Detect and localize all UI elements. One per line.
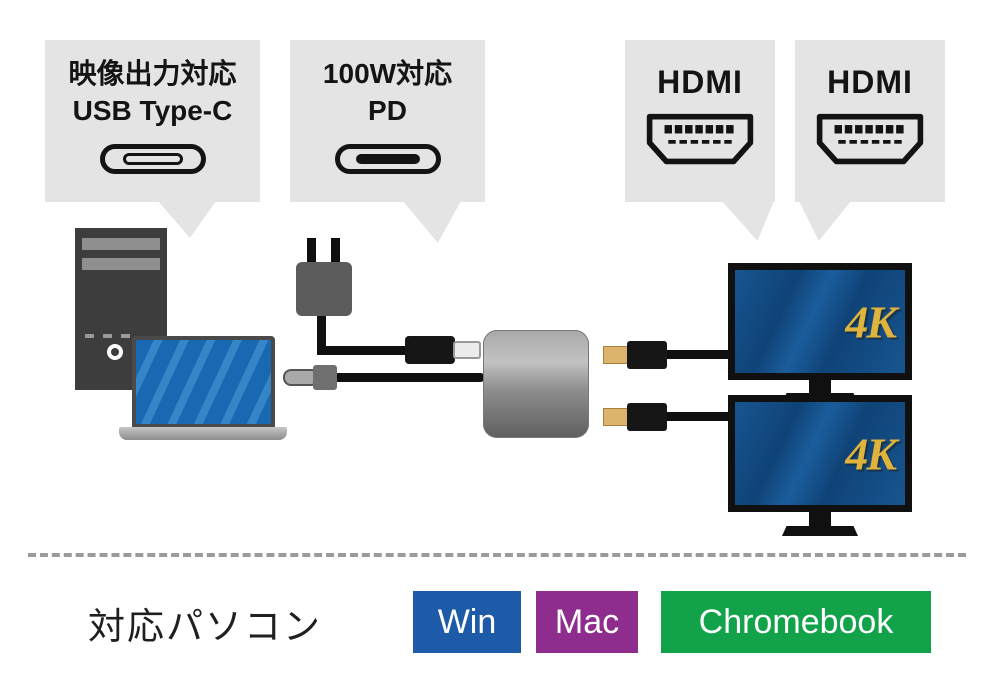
usb-c-hub-illustration (483, 330, 589, 438)
callout-pd-line2: PD (368, 94, 407, 126)
badge-chromebook: Chromebook (661, 591, 931, 653)
pd-cable (317, 314, 326, 355)
callout-pd-line1: 100W対応 (322, 58, 453, 89)
hdmi-cable (664, 412, 732, 421)
callout-hdmi-2-label: HDMI (827, 64, 913, 100)
callout-usbc-video-line2: USB Type-C (72, 94, 233, 126)
callout-usbc-video: 映像出力対応 USB Type-C (45, 40, 260, 202)
hdmi-plug-tip (603, 346, 629, 364)
adapter-prong (331, 238, 340, 264)
monitor-screen: 4K (735, 402, 905, 505)
pd-plug-body (405, 336, 455, 364)
usb-c-plug-body (313, 365, 337, 390)
laptop-base-illustration (119, 427, 287, 440)
laptop-screen-illustration (132, 336, 275, 428)
hdmi-plug-body (627, 403, 667, 431)
usb-c-plug-tip (283, 369, 315, 386)
usb-c-cable (333, 373, 485, 382)
callout-hdmi-1-label: HDMI (657, 64, 743, 100)
monitor-stand (809, 511, 831, 527)
hdmi-plug-body (627, 341, 667, 369)
monitor-4k-1: 4K (728, 263, 912, 380)
drive-bay (82, 258, 160, 270)
callout-usbc-video-line1: 映像出力対応 (68, 58, 237, 89)
pd-connector-icon (334, 143, 441, 174)
power-button-icon (107, 344, 123, 360)
callout-tail (722, 201, 774, 241)
badge-mac: Mac (536, 591, 638, 653)
dashed-divider (28, 553, 966, 557)
monitor-4k-label: 4K (845, 428, 897, 479)
badge-win: Win (413, 591, 521, 653)
monitor-4k-2: 4K (728, 395, 912, 512)
monitor-screen: 4K (735, 270, 905, 373)
pd-cable (317, 346, 409, 355)
hdmi-connector-icon (646, 113, 754, 165)
hdmi-connector-icon (816, 113, 924, 165)
usb-c-connector-icon (99, 143, 206, 174)
callout-tail (799, 201, 851, 241)
pd-plug-tip (453, 341, 481, 359)
drive-bay (82, 238, 160, 250)
compatible-pc-label: 対応パソコン (88, 606, 322, 647)
hdmi-cable (664, 350, 732, 359)
monitor-stand (782, 526, 858, 536)
monitor-4k-label: 4K (845, 296, 897, 347)
callout-tail (403, 201, 461, 243)
hdmi-plug-tip (603, 408, 629, 426)
monitor-stand (809, 379, 831, 395)
callout-hdmi-1: HDMI (625, 40, 775, 202)
adapter-prong (307, 238, 316, 264)
callout-pd: 100W対応 PD (290, 40, 485, 202)
power-adapter-illustration (296, 262, 352, 316)
tower-vents (85, 334, 130, 338)
callout-hdmi-2: HDMI (795, 40, 945, 202)
